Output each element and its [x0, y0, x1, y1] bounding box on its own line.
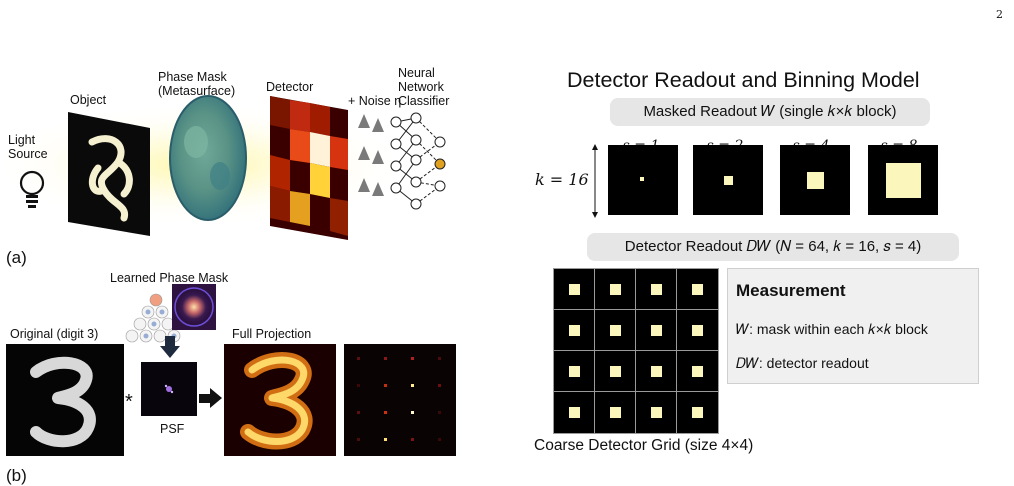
original-digit-image: [6, 344, 124, 456]
neural-network-icon: [390, 112, 446, 210]
mask-block-s4: [780, 145, 850, 215]
binned-readout-image: [344, 344, 456, 456]
down-arrow-icon: [160, 336, 180, 358]
active-pixel: [610, 407, 621, 418]
active-pixel: [692, 407, 703, 418]
detector-readout-label: Detector Readout 𝐷𝑊 (𝑁 = 64, 𝑘 = 16, 𝑠 =…: [587, 233, 959, 261]
original-label: Original (digit 3): [10, 327, 99, 341]
active-pixel: [610, 366, 621, 377]
active-pixel: [692, 325, 703, 336]
measurement-box: Measurement 𝑊: mask within each 𝑘×𝑘 bloc…: [727, 268, 979, 384]
label-a: (a): [6, 248, 27, 267]
active-pixel: [610, 325, 621, 336]
active-pixel: [692, 284, 703, 295]
full-projection-image: [224, 344, 336, 456]
figure-a-b-graphics: [0, 95, 456, 456]
measurement-line-2: 𝐷𝑊: detector readout: [736, 355, 869, 371]
active-pixel: [569, 325, 580, 336]
full-projection-label: Full Projection: [232, 327, 312, 341]
lightbulb-icon: [19, 170, 45, 208]
mask-block-s1: [608, 145, 678, 215]
active-pixel: [651, 325, 662, 336]
mask-block-s8: [868, 145, 938, 215]
grid-caption: Coarse Detector Grid (size 4×4): [534, 437, 754, 454]
noise-label: + Noise η: [348, 94, 402, 108]
measurement-title: Measurement: [736, 281, 846, 300]
label-b: (b): [6, 466, 27, 485]
measurement-line-1: 𝑊: mask within each 𝑘×𝑘 block: [736, 321, 928, 337]
masked-readout-label: Masked Readout 𝑊 (single 𝑘×𝑘 block): [610, 98, 930, 126]
active-pixel: [692, 366, 703, 377]
light-source-label: Light Source: [8, 133, 48, 161]
object-plate: [68, 112, 150, 236]
detector-array: [270, 96, 348, 240]
active-pixel: [569, 407, 580, 418]
psf-image: [141, 362, 197, 416]
object-label: Object: [70, 93, 107, 107]
active-pixel: [569, 284, 580, 295]
active-pixel: [724, 176, 733, 185]
active-pixel: [610, 284, 621, 295]
active-pixel: [886, 163, 921, 198]
active-pixel: [569, 366, 580, 377]
mask-block-s2: [693, 145, 763, 215]
active-pixel: [807, 172, 824, 189]
active-pixel: [640, 177, 644, 181]
learned-phase-mask-cluster: [125, 284, 216, 343]
metasurface-disk: [169, 95, 247, 221]
learned-phase-mask-label: Learned Phase Mask: [110, 271, 229, 285]
noise-cones: [358, 114, 384, 196]
active-pixel: [651, 407, 662, 418]
right-title: Detector Readout and Binning Model: [567, 68, 920, 92]
active-pixel: [651, 284, 662, 295]
k-label: 𝑘 = 16: [535, 170, 589, 189]
page-number: 2: [996, 8, 1003, 21]
coarse-detector-grid: [553, 268, 719, 434]
active-pixel: [651, 366, 662, 377]
k-bracket: [592, 144, 598, 218]
right-arrow-icon: [199, 388, 222, 408]
psf-label: PSF: [160, 422, 185, 436]
classifier-label: Neural Network Classifier: [398, 66, 450, 108]
convolve-symbol: *: [125, 391, 133, 413]
phase-mask-label: Phase Mask (Metasurface): [158, 70, 236, 98]
detector-label: Detector: [266, 80, 314, 94]
